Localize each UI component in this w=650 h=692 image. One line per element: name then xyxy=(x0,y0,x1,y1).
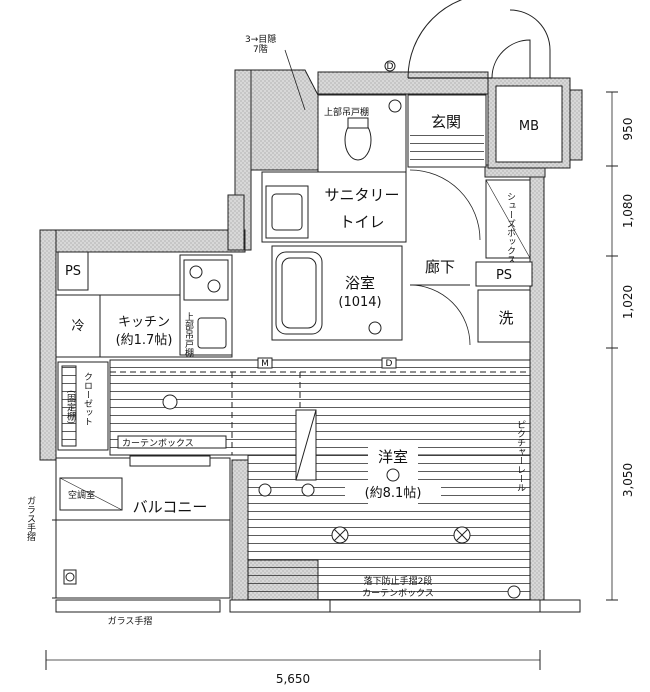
ps-left: PS xyxy=(57,251,89,291)
glass-rail-left-label: ガラス手摺 xyxy=(25,496,36,542)
dim-1020: 1,020 xyxy=(621,285,635,319)
shoe-box: シューズボックス xyxy=(485,179,531,264)
top-note-1: 3→目隠 xyxy=(245,33,276,45)
kitchen-size: (約1.7帖) xyxy=(116,333,173,348)
hallway: 廊下 xyxy=(409,169,481,346)
sanitary-label-2: トイレ xyxy=(339,213,384,231)
ps-left-label: PS xyxy=(65,264,81,279)
bathroom: 浴室 (1014) xyxy=(271,245,403,341)
closet-label: クローゼット xyxy=(82,372,93,426)
kitchen-label: キッチン xyxy=(118,315,170,330)
wash-machine: 洗 xyxy=(477,289,531,343)
curtain-box-bottom-label: カーテンボックス xyxy=(362,588,434,599)
bath-label: 浴室 xyxy=(345,274,375,292)
dim-5650: 5,650 xyxy=(276,672,310,686)
western-size: (約8.1帖) xyxy=(365,486,422,501)
closet: クローゼット (固定棚) xyxy=(57,361,109,451)
bottom-dimension: 5,650 xyxy=(45,650,541,686)
wash-label: 洗 xyxy=(498,309,513,327)
ps-right-label: PS xyxy=(496,268,512,283)
western-label: 洋室 xyxy=(378,448,408,466)
d-mark-top: D xyxy=(387,62,394,72)
dim-1080: 1,080 xyxy=(621,194,635,228)
mb-label: MB xyxy=(519,119,539,134)
m-mark: M xyxy=(261,359,269,369)
kitchen: 冷 キッチン (約1.7帖) 上部吊戸棚 xyxy=(55,254,233,358)
sanitary-room: サニタリー トイレ xyxy=(261,171,407,243)
kitchen-upper-label: 上部吊戸棚 xyxy=(183,312,194,358)
closet-note: (固定棚) xyxy=(65,390,76,424)
entrance-room: 玄関 xyxy=(407,94,487,168)
dim-3050: 3,050 xyxy=(621,463,635,497)
entrance-door[interactable] xyxy=(407,0,551,79)
fall-rail-note: 落下防止手摺2段 xyxy=(364,575,433,587)
bottom-notes: 落下防止手摺2段 カーテンボックス xyxy=(229,575,581,613)
fridge-label: 冷 xyxy=(71,319,84,334)
upper-storage-label: 上部吊戸棚 xyxy=(324,106,369,118)
shoe-box-label: シューズボックス xyxy=(505,192,516,264)
right-dimensions: 950 1,080 1,020 3,050 xyxy=(606,91,635,601)
balcony-label: バルコニー xyxy=(133,498,208,516)
balcony: 空調室 バルコニー ガラス手摺 ガラス手摺 xyxy=(25,455,231,627)
sanitary-label-1: サニタリー xyxy=(324,186,399,204)
top-annotation: 3→目隠 7階 D xyxy=(245,33,396,111)
mb-room: MB xyxy=(487,77,571,169)
curtain-box-mid-label: カーテンボックス xyxy=(122,438,194,449)
storage-label: 空調室 xyxy=(68,489,95,501)
hallway-label: 廊下 xyxy=(425,258,455,276)
ps-right: PS xyxy=(475,261,533,287)
bath-size: (1014) xyxy=(338,295,381,310)
glass-rail-bottom-label: ガラス手摺 xyxy=(108,615,153,627)
dim-950: 950 xyxy=(621,118,635,141)
curtain-box-mid: カーテンボックス xyxy=(117,435,227,449)
d-mark: D xyxy=(386,359,393,369)
top-note-2: 7階 xyxy=(253,44,268,55)
picture-rail-label: ピクチャーレール xyxy=(515,420,526,492)
entrance-label: 玄関 xyxy=(431,113,461,131)
toilet-area: 上部吊戸棚 xyxy=(317,94,407,176)
western-room: M D 洋室 (約8.1帖) ピクチャーレール xyxy=(109,357,531,601)
